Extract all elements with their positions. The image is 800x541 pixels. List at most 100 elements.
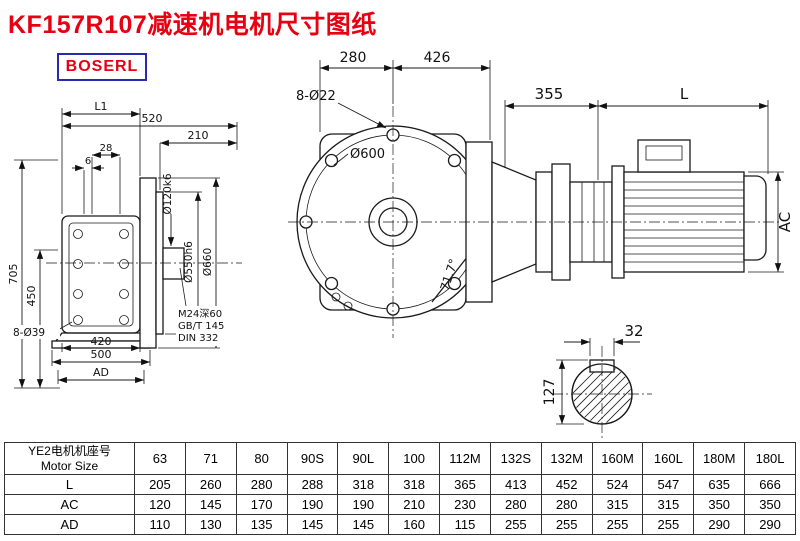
left-view-dimensions: L1 520 210 28 6 705 450 8-Ø39: [7, 100, 238, 389]
cell: 280: [235, 474, 288, 495]
foot-hole: [331, 292, 341, 302]
table-row-L: L 205 260 280 288 318 318 365 413 452 52…: [4, 474, 796, 495]
fan-cowl: [743, 175, 767, 261]
terminal-box: [637, 139, 691, 173]
cell: 115: [439, 514, 491, 535]
cell: 452: [540, 474, 593, 495]
size-col: 71: [184, 442, 237, 475]
cell: 110: [134, 514, 186, 535]
cell: 318: [388, 474, 441, 495]
cell: 130: [184, 514, 237, 535]
dim-32-label: 32: [624, 322, 643, 340]
motor-view: [288, 139, 782, 303]
motor-fins: [624, 181, 744, 263]
cell: 145: [184, 494, 237, 515]
shaft-section-view: 32 127: [542, 322, 652, 438]
dim-210-label: 210: [188, 129, 209, 142]
header-en: Motor Size: [40, 458, 99, 473]
size-col: 180M: [693, 442, 746, 475]
cell: 280: [489, 494, 542, 515]
holes-39-label: 8-Ø39: [13, 327, 45, 339]
dim-l1-label: L1: [94, 100, 107, 113]
chamfer-edge: [431, 255, 469, 303]
size-col: 160M: [591, 442, 644, 475]
cell: 413: [489, 474, 542, 495]
output-shaft: [162, 247, 185, 280]
cell: 120: [134, 494, 186, 515]
cell: 315: [642, 494, 695, 515]
cell: 230: [439, 494, 491, 515]
cell: 205: [134, 474, 186, 495]
table-row-AC: AC 120 145 170 190 190 210 230 280 280 3…: [4, 494, 796, 515]
size-col: 180L: [744, 442, 796, 475]
holes-label-bg: [12, 325, 60, 339]
page-title: KF157R107减速机电机尺寸图纸: [8, 11, 377, 39]
terminal-box-lid: [645, 145, 683, 161]
left-view: [46, 177, 242, 349]
table-header-row: YE2电机机座号 Motor Size 63 71 80 90S 90L 100…: [4, 442, 796, 475]
dim-spigot-dia-label: Ø550h6: [183, 241, 195, 283]
size-col: 112M: [439, 442, 491, 475]
motor-view-dimensions: 355 L AC: [504, 85, 794, 273]
dim-shaft-dia-label: Ø120k6: [162, 173, 174, 214]
cell: 290: [693, 514, 746, 535]
size-col: 63: [134, 442, 186, 475]
dim-L-label: L: [680, 85, 689, 103]
dim-280-label: 280: [340, 50, 367, 66]
cell: 255: [591, 514, 644, 535]
cell: 666: [744, 474, 796, 495]
cell: 170: [235, 494, 288, 515]
tap-note-3: DIN 332: [178, 333, 218, 344]
technical-drawing: L1 520 210 28 6 705 450 8-Ø39: [7, 50, 794, 438]
size-col: 160L: [642, 442, 695, 475]
cell: 210: [388, 494, 441, 515]
size-col: 90S: [286, 442, 339, 475]
cell: 260: [184, 474, 237, 495]
header-cn: YE2电机机座号: [28, 443, 111, 458]
dimension-table: YE2电机机座号 Motor Size 63 71 80 90S 90L 100…: [4, 442, 796, 535]
cell: 350: [693, 494, 746, 515]
brand-text: BOSERL: [65, 58, 139, 75]
cell: 524: [591, 474, 644, 495]
dim-420-label: 420: [91, 335, 112, 348]
dim-flange-dia-label: Ø660: [202, 248, 214, 276]
cell: 290: [744, 514, 796, 535]
cell: 365: [439, 474, 491, 495]
dim-6-label: 6: [85, 156, 91, 167]
dim-ad-label: AD: [93, 366, 109, 379]
cell: 318: [337, 474, 390, 495]
dim-500-label: 500: [91, 348, 112, 361]
size-col: 90L: [337, 442, 390, 475]
size-col: 132M: [540, 442, 593, 475]
holes-22-label: 8-Ø22: [296, 89, 336, 104]
cell: 160: [388, 514, 441, 535]
dim-127-label: 127: [542, 379, 558, 406]
row-label: AD: [4, 514, 135, 535]
dim-705-label: 705: [7, 264, 20, 285]
tap-note-1: M24深60: [178, 308, 222, 320]
cell: 190: [337, 494, 390, 515]
housing-bolt-holes: [73, 229, 129, 325]
cell: 280: [540, 494, 593, 515]
size-col: 80: [235, 442, 288, 475]
cell: 145: [337, 514, 390, 535]
cell: 350: [744, 494, 796, 515]
cell: 255: [540, 514, 593, 535]
dim-AC-label: AC: [776, 212, 794, 232]
size-col: 132S: [489, 442, 542, 475]
cell: 135: [235, 514, 288, 535]
brand-logo: BOSERL: [57, 53, 147, 81]
row-label: AC: [4, 494, 135, 515]
dim-600-label: Ø600: [350, 147, 385, 162]
note-bg: [176, 306, 238, 346]
cell: 255: [489, 514, 542, 535]
table-row-AD: AD 110 130 135 145 145 160 115 255 255 2…: [4, 514, 796, 535]
cell: 547: [642, 474, 695, 495]
tap-note-2: GB/T 145: [178, 321, 224, 332]
cell: 288: [286, 474, 339, 495]
cell: 145: [286, 514, 339, 535]
dim-426-label: 426: [424, 50, 451, 66]
cell: 190: [286, 494, 339, 515]
row-label: L: [4, 474, 135, 495]
